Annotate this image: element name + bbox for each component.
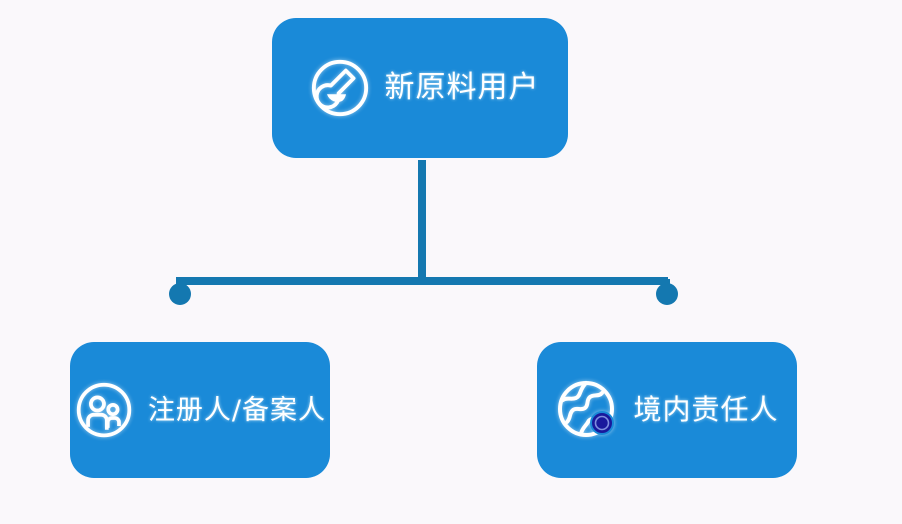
globe-icon [558,381,615,437]
node-domestic-responsible-person[interactable]: 境内责任人 [537,342,797,478]
flask-icon [311,59,368,117]
node-root[interactable]: 新原料用户 [272,18,568,158]
users-icon [76,382,132,438]
node-root-label: 新原料用户 [384,70,540,105]
node-registrant[interactable]: 注册人/备案人 [70,342,330,478]
badge-icon [590,411,615,435]
connector-endpoint-dot-right [656,283,678,305]
node-registrant-label: 注册人/备案人 [147,394,327,426]
node-domestic-responsible-person-label: 境内责任人 [633,393,779,426]
connector-endpoint-dot-left [169,283,191,305]
